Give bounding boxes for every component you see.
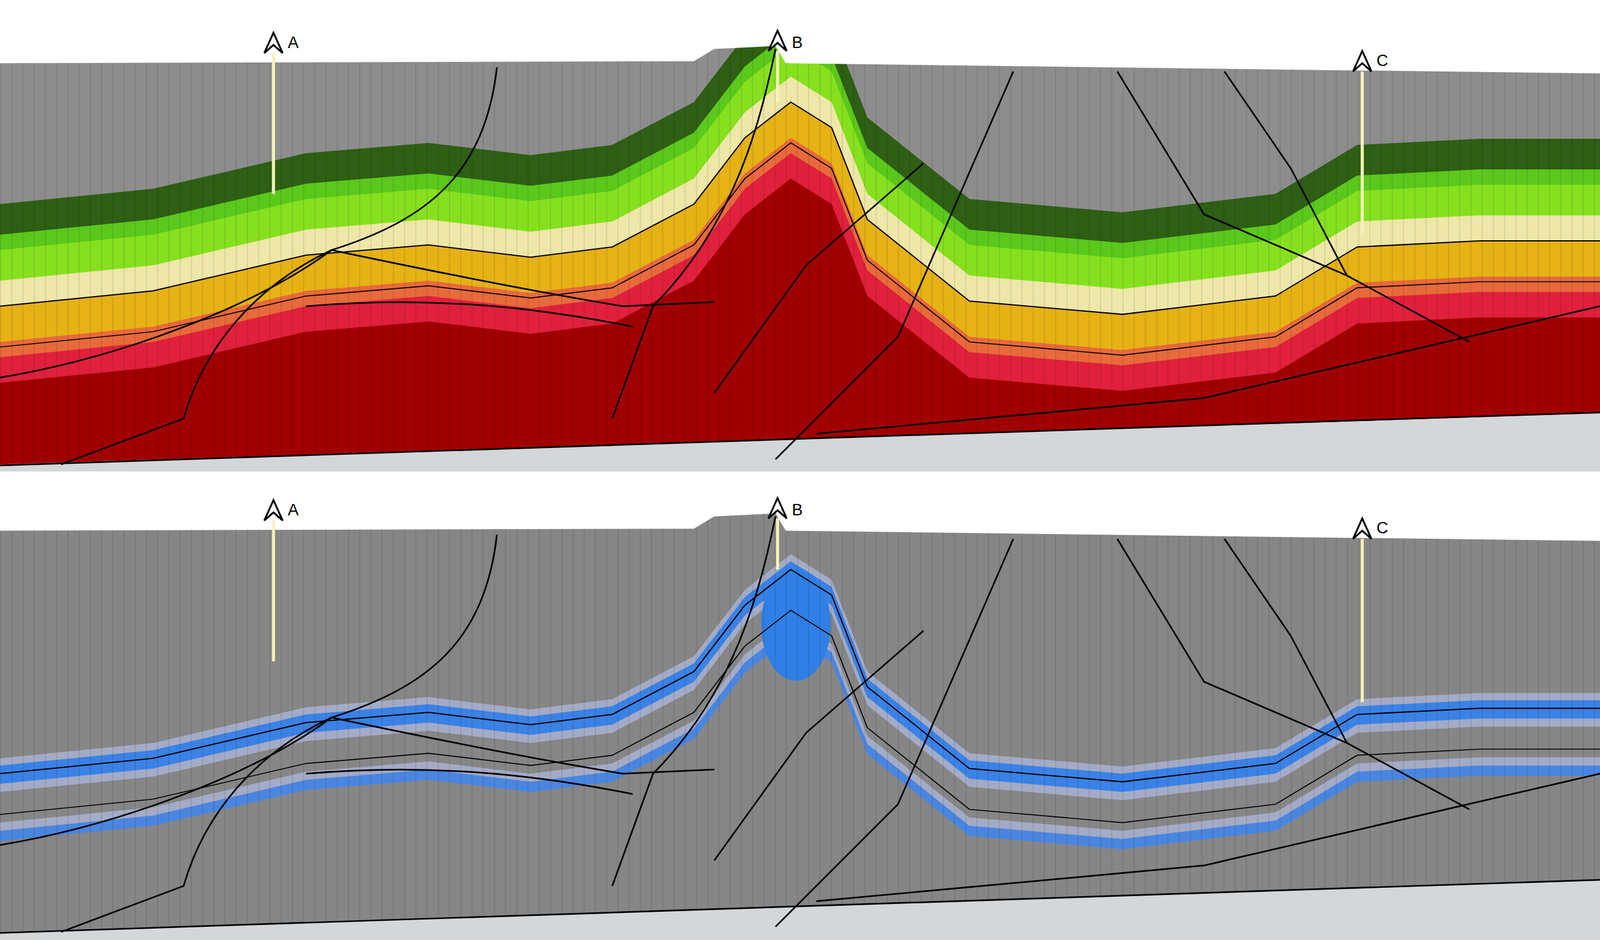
- fault-line: [0, 249, 332, 378]
- well-label: B: [791, 502, 803, 519]
- well-path: [272, 520, 276, 662]
- fault-line: [0, 717, 332, 846]
- well-symbol: [264, 500, 283, 521]
- ground: [0, 471, 1600, 940]
- well-symbol: [768, 498, 788, 519]
- well-symbol: [1353, 51, 1372, 72]
- horizon-line: [0, 569, 1600, 782]
- ground: [0, 0, 1600, 472]
- horizon-line: [0, 142, 1600, 356]
- well-path: [272, 52, 276, 194]
- horizon-line: [0, 102, 1600, 315]
- well-path: [1360, 538, 1364, 703]
- fault-line: [61, 534, 497, 932]
- well-label: B: [791, 34, 803, 52]
- sky: [0, 0, 1600, 74]
- well-label: A: [287, 502, 299, 519]
- fault-line: [61, 67, 497, 465]
- fault-line: [1117, 538, 1470, 810]
- fault-line: [816, 773, 1600, 902]
- basement: [0, 413, 1600, 472]
- well-label: C: [1376, 520, 1389, 537]
- grid: [0, 471, 1600, 940]
- strata-band: [0, 0, 1600, 472]
- sky: [0, 471, 1600, 542]
- well-symbol: [264, 32, 283, 53]
- well-label: A: [287, 34, 299, 52]
- fault-line: [331, 249, 715, 306]
- fault-line: [1224, 538, 1348, 744]
- basement: [0, 880, 1600, 940]
- fault-line: [306, 769, 633, 795]
- fault-line: [306, 302, 633, 327]
- fault-line: [775, 71, 1014, 460]
- horizon-line: [0, 610, 1600, 823]
- fault-line: [0, 412, 1600, 466]
- fault-line: [0, 880, 1600, 934]
- grid: [0, 0, 1600, 472]
- well-path: [776, 51, 780, 103]
- fault-line: [816, 306, 1600, 434]
- fault-line: [775, 538, 1014, 928]
- well-path: [776, 518, 780, 570]
- fault-line: [1224, 71, 1348, 276]
- fault-line: [331, 717, 715, 774]
- fault-line: [714, 163, 924, 393]
- fault-line: [1117, 71, 1470, 342]
- well-label: C: [1376, 52, 1389, 70]
- well-symbol: [1353, 518, 1372, 539]
- fault-line: [714, 630, 924, 861]
- well-path: [1360, 71, 1364, 235]
- well-symbol: [768, 30, 788, 52]
